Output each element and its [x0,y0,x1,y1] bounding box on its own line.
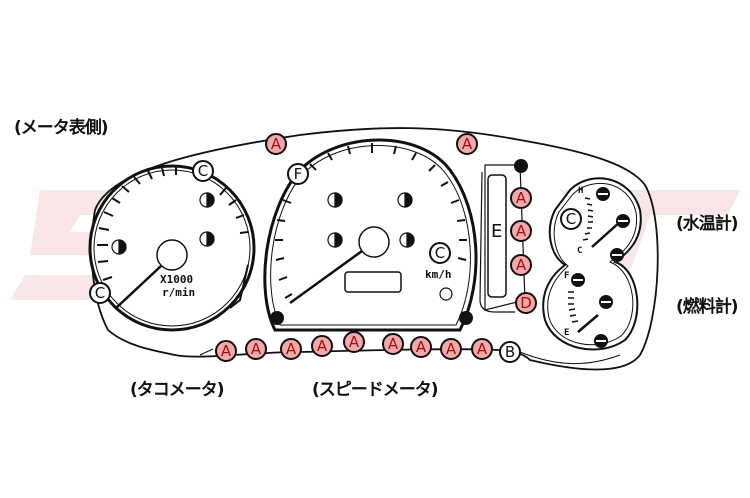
callout-badge-a-bottom-7: A [410,336,432,358]
odometer-label: E [491,221,503,242]
indicator-lamps [111,192,415,255]
label-speedometer: (スピードメータ) [312,380,439,400]
callout-badge-c-tacho-top: C [192,160,214,182]
speedometer [263,138,478,332]
callout-badge-a-top-left: A [265,133,287,155]
cluster-outline [90,127,659,371]
callout-badge-a-bottom-5: A [343,331,365,353]
fuel-full-mark: F [564,271,570,281]
callout-badge-a-right-2: A [510,220,532,242]
temp-low-mark: C [577,246,583,256]
callout-badge-a-bottom-4: A [311,335,333,357]
fuel-empty-mark: E [564,328,570,338]
callout-badge-d-right: D [515,292,537,314]
label-fuel-gauge: (燃料計) [676,297,739,317]
callout-badge-f-speedo: F [287,163,309,185]
label-tachometer: (タコメータ) [130,380,225,400]
diagram-title: (メータ表側) [14,118,109,138]
callout-badge-a-bottom-3: A [280,338,302,360]
tachometer [88,164,256,332]
callout-badge-c-tacho-left: C [89,282,111,304]
tacho-unit-rpm: r/min [162,286,196,299]
callout-badge-b-bottom: B [499,341,521,363]
callout-badge-a-bottom-1: A [215,340,237,362]
callout-badge-a-bottom-9: A [471,338,493,360]
tacho-unit-multiplier: X1000 [160,273,194,286]
callout-badge-c-speedo: C [429,242,451,264]
callout-badge-a-right-1: A [510,187,532,209]
callout-badge-a-bottom-8: A [440,338,462,360]
callout-badge-a-right-3: A [510,254,532,276]
temp-high-mark: H [578,186,584,196]
label-water-temp: (水温計) [676,214,739,234]
callout-badge-a-bottom-6: A [382,333,404,355]
callout-badge-c-temp: C [560,208,582,230]
callout-badge-a-bottom-2: A [245,338,267,360]
callout-badge-a-top-right: A [456,133,478,155]
solid-lamps [270,159,528,325]
speedo-unit: km/h [425,268,452,281]
